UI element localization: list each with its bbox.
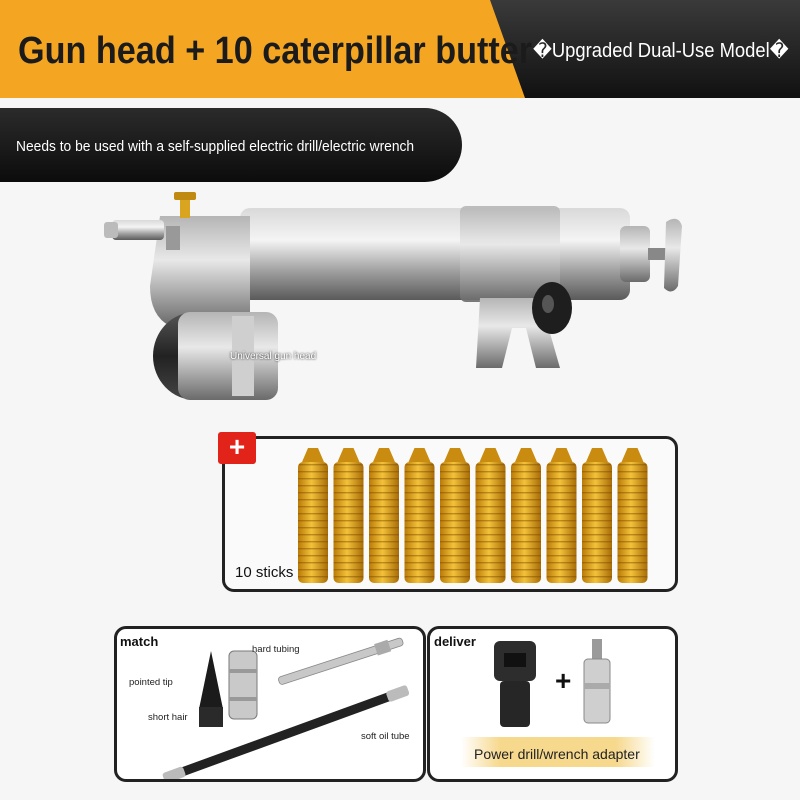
sticks-count-label: 10 sticks <box>235 564 294 581</box>
subtitle-bar <box>0 108 462 182</box>
grease-stick <box>582 448 612 583</box>
model-badge: �Upgraded Dual-Use Model� <box>533 40 789 62</box>
grease-stick <box>546 448 577 583</box>
gun-head-label: Universal gun head <box>230 351 317 362</box>
grease-sticks-image <box>298 448 648 583</box>
grease-stick <box>475 448 506 583</box>
soft-oil-tube-label: soft oil tube <box>361 731 410 742</box>
adapter-image <box>494 639 611 727</box>
grease-stick <box>298 448 328 583</box>
pointed-tip-label: pointed tip <box>129 677 173 688</box>
short-hair-label: short hair <box>148 712 188 723</box>
grease-gun-image <box>104 192 682 400</box>
accessories-image <box>162 637 410 779</box>
grease-stick <box>333 448 364 583</box>
deliver-caption: Power drill/wrench adapter <box>474 746 640 762</box>
grease-stick <box>617 448 648 583</box>
hard-tubing-label: hard tubing <box>252 644 300 655</box>
deliver-plus: + <box>555 665 572 696</box>
match-title: match <box>120 634 159 649</box>
grease-stick <box>404 448 435 583</box>
grease-stick <box>511 448 541 583</box>
product-title: Gun head + 10 caterpillar butter <box>18 30 533 72</box>
grease-stick <box>369 448 399 583</box>
header-orange-band <box>0 0 525 98</box>
subtitle-text: Needs to be used with a self-supplied el… <box>16 138 415 155</box>
plus-badge: + <box>218 432 256 464</box>
grease-stick <box>440 448 470 583</box>
deliver-caption-background <box>461 737 655 767</box>
deliver-title: deliver <box>434 634 476 649</box>
